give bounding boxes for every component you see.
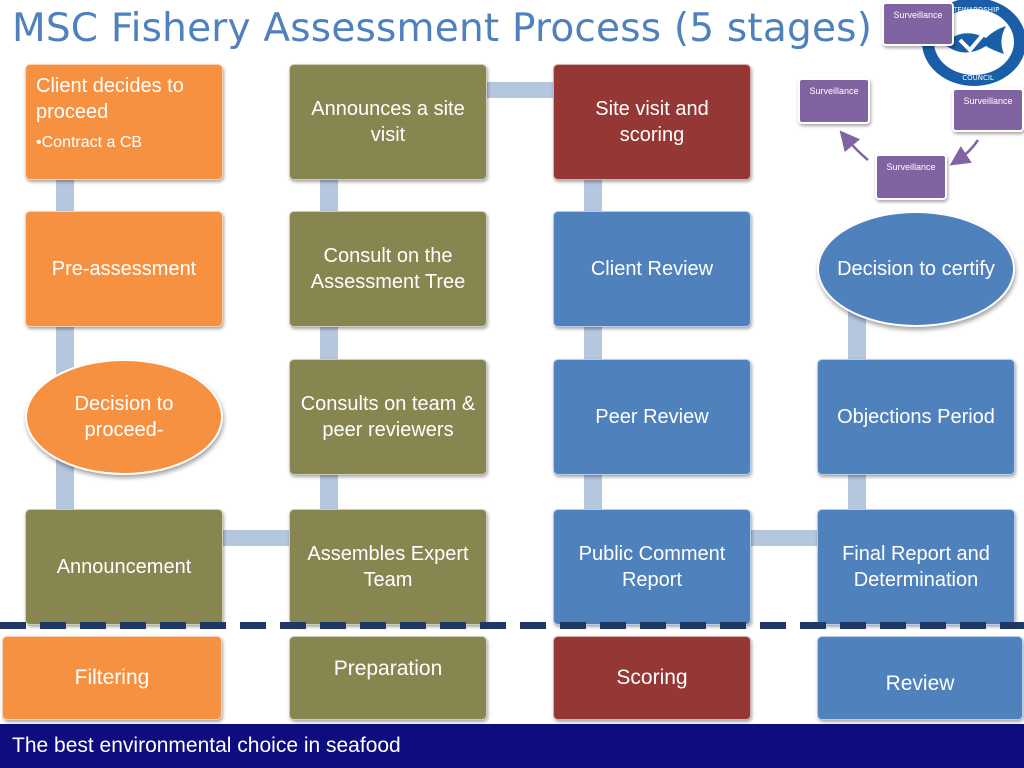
stage-preparation: Preparation <box>289 636 487 720</box>
step-label: Consult on the Assessment Tree <box>310 245 466 293</box>
step-label: Decision to proceed- <box>74 393 174 441</box>
step-label: Client Review <box>590 258 714 280</box>
step-label: Peer Review <box>595 406 709 428</box>
step-client-decides: Client decides to proceed •Contract a CB <box>25 64 223 180</box>
step-consult-assessment-tree: Consult on the Assessment Tree <box>289 211 487 327</box>
surveillance-box: Surveillance <box>882 2 954 46</box>
surveillance-box: Surveillance <box>875 154 947 200</box>
step-label: Announcement <box>56 556 192 578</box>
step-label: Site visit and scoring <box>595 98 709 146</box>
page-title: MSC Fishery Assessment Process (5 stages… <box>12 6 873 51</box>
step-bullet: •Contract a CB <box>36 134 143 151</box>
surveillance-box: Surveillance <box>952 88 1024 132</box>
step-public-comment-report: Public Comment Report <box>553 509 751 625</box>
step-label: Assembles Expert Team <box>307 543 469 591</box>
step-assembles-expert-team: Assembles Expert Team <box>289 509 487 625</box>
step-peer-review: Peer Review <box>553 359 751 475</box>
step-label: Client decides to proceed <box>36 75 184 123</box>
step-label: Pre-assessment <box>51 258 197 280</box>
step-announces-site-visit: Announces a site visit <box>289 64 487 180</box>
step-client-review: Client Review <box>553 211 751 327</box>
svg-text:COUNCIL: COUNCIL <box>962 74 994 82</box>
step-label: Public Comment Report <box>578 543 726 591</box>
footer-banner: The best environmental choice in seafood <box>0 724 1024 768</box>
step-decision-to-certify: Decision to certify <box>817 211 1015 327</box>
bullet-text: Contract a CB <box>41 134 143 151</box>
surveillance-box: Surveillance <box>798 78 870 124</box>
step-decision-to-proceed: Decision to proceed- <box>25 359 223 475</box>
step-final-report-determination: Final Report and Determination <box>817 509 1015 625</box>
stage-review: Review <box>817 636 1023 720</box>
cycle-arrows-icon <box>839 130 980 166</box>
connector <box>480 82 560 98</box>
step-objections-period: Objections Period <box>817 359 1015 475</box>
connector <box>215 530 295 546</box>
step-label: Announces a site visit <box>311 98 465 146</box>
step-label: Consults on team & peer reviewers <box>300 393 476 441</box>
step-label: Objections Period <box>837 406 995 428</box>
step-label: Decision to certify <box>837 258 995 280</box>
step-pre-assessment: Pre-assessment <box>25 211 223 327</box>
step-consults-team-peer-reviewers: Consults on team & peer reviewers <box>289 359 487 475</box>
step-label: Final Report and Determination <box>842 543 990 591</box>
footer-text: The best environmental choice in seafood <box>12 734 401 757</box>
connector <box>745 530 825 546</box>
step-announcement: Announcement <box>25 509 223 625</box>
stage-filtering: Filtering <box>2 636 222 720</box>
step-site-visit-scoring: Site visit and scoring <box>553 64 751 180</box>
stage-divider <box>0 622 1024 629</box>
stage-scoring: Scoring <box>553 636 751 720</box>
svg-text:STEWARDSHIP: STEWARDSHIP <box>949 6 1000 14</box>
